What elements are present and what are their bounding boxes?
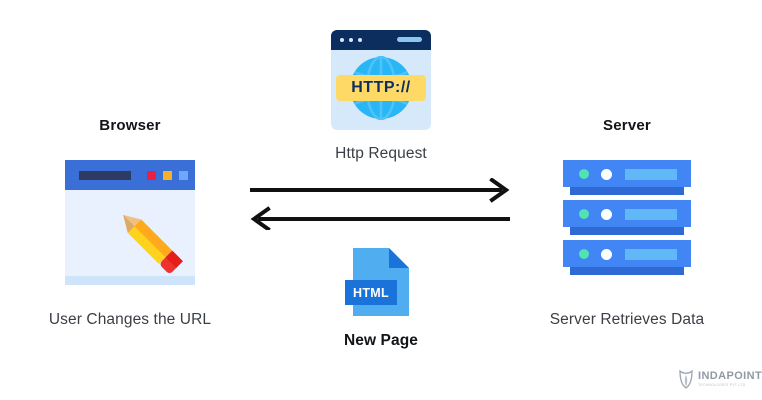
server-rack-unit <box>563 200 691 235</box>
response-arrow <box>250 206 510 230</box>
rack-base <box>570 227 684 235</box>
window-dot-icon <box>349 38 353 42</box>
toolbar-square-blue-icon <box>179 171 188 180</box>
rack-slot-icon <box>625 209 677 220</box>
status-led-green-icon <box>579 249 589 259</box>
request-arrow <box>250 178 510 203</box>
http-request-label: Http Request <box>335 145 427 162</box>
server-rack-unit <box>563 160 691 195</box>
window-dot-icon <box>358 38 362 42</box>
server-rack-icon <box>563 160 691 278</box>
logo-mark-icon <box>679 370 693 389</box>
browser-toolbar <box>65 160 195 190</box>
server-rack-unit <box>563 240 691 275</box>
new-page-node: HTML <box>345 248 409 316</box>
new-page-label: New Page <box>343 332 419 349</box>
logo-wordmark: INDAPOINT <box>698 370 762 383</box>
status-led-white-icon <box>601 169 612 180</box>
status-led-white-icon <box>601 249 612 260</box>
status-led-green-icon <box>579 209 589 219</box>
html-file-icon: HTML <box>345 248 409 316</box>
window-dot-icon <box>340 38 344 42</box>
window-pill-icon <box>397 37 422 42</box>
rack-slot-icon <box>625 249 677 260</box>
http-globe-browser-icon: HTTP:// <box>331 30 431 130</box>
server-heading: Server <box>603 117 651 134</box>
http-protocol-badge: HTTP:// <box>336 75 426 101</box>
rack-base <box>570 187 684 195</box>
rack-slot-icon <box>625 169 677 180</box>
toolbar-square-yellow-icon <box>163 171 172 180</box>
server-node-icon <box>563 160 691 278</box>
logo-tagline: TECHNOLOGIES PVT LTD <box>698 383 746 388</box>
toolbar-square-red-icon <box>147 171 156 180</box>
browser-node-icon <box>65 160 195 285</box>
html-file-badge: HTML <box>345 280 397 305</box>
status-led-green-icon <box>579 169 589 179</box>
browser-window-with-pencil-icon <box>65 160 195 285</box>
browser-statusbar <box>65 276 195 285</box>
browser-caption: User Changes the URL <box>48 311 212 328</box>
indapoint-logo: INDAPOINT TECHNOLOGIES PVT LTD <box>678 370 762 389</box>
rack-base <box>570 267 684 275</box>
pencil-icon <box>123 214 183 273</box>
server-caption: Server Retrieves Data <box>549 311 705 328</box>
status-led-white-icon <box>601 209 612 220</box>
http-window-titlebar <box>331 30 431 50</box>
browser-address-bar <box>79 171 131 180</box>
arrow-group <box>250 178 510 230</box>
browser-heading: Browser <box>99 117 161 134</box>
http-request-node: HTTP:// <box>331 30 431 130</box>
